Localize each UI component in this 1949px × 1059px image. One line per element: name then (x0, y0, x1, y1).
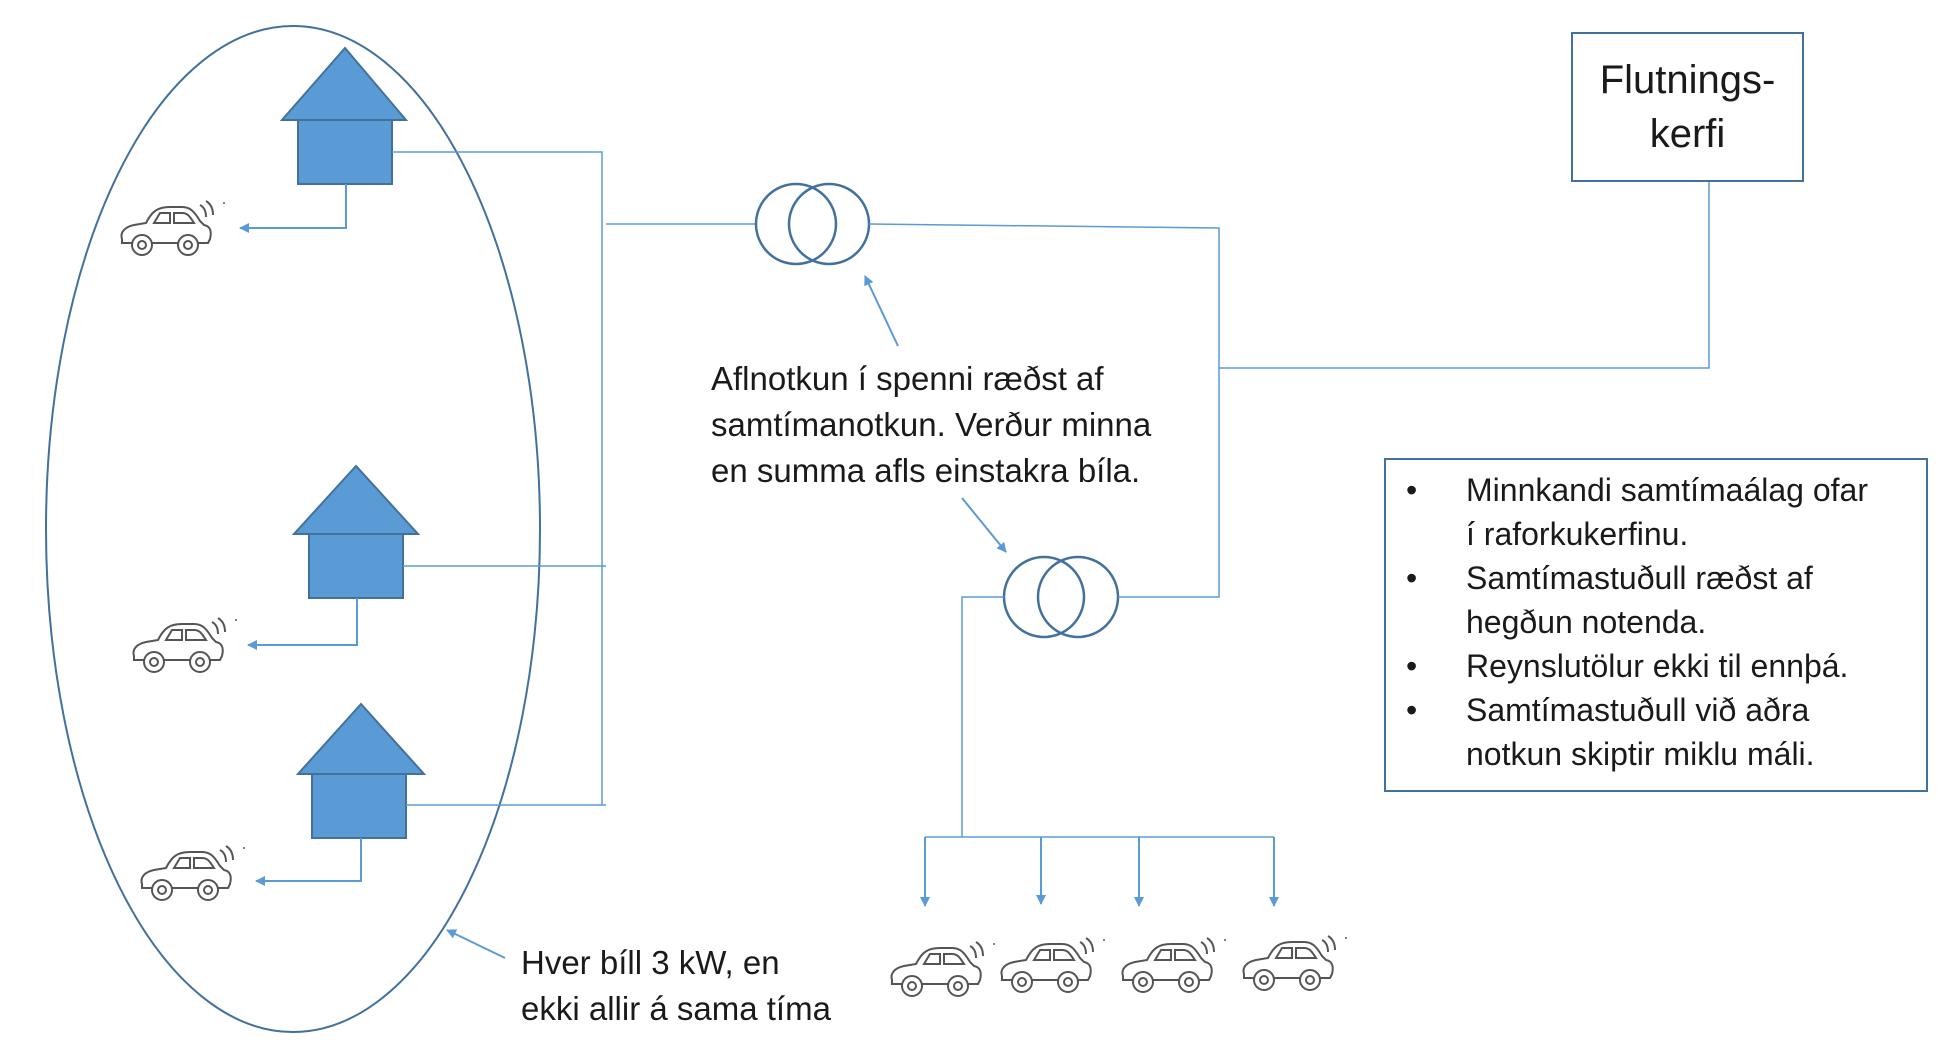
notes-item: • Samtímastuðull við aðra notkun skiptir… (1386, 688, 1918, 776)
transmission-lines (868, 182, 1710, 598)
transformer-icon (754, 182, 871, 266)
notes-item-line: í raforkukerfinu. (1466, 516, 1689, 552)
transformer-icon (1002, 555, 1120, 639)
house-icon (279, 46, 409, 185)
notes-item-line: Samtímastuðull við aðra (1466, 692, 1810, 728)
notes-item: • Samtímastuðull ræðst af hegðun notenda… (1386, 556, 1918, 644)
arrow-icon (864, 275, 899, 347)
car-icon (1121, 937, 1227, 993)
bullet: • (1406, 648, 1418, 684)
arrow-icon (446, 929, 506, 959)
car-icon (1242, 935, 1348, 991)
bullet: • (1406, 692, 1418, 728)
transformer-note-line: en summa afls einstakra bíla. (711, 452, 1141, 489)
transformer-note-line: Aflnotkun í spenni ræðst af (711, 360, 1104, 397)
notes-box: • Minnkandi samtímaálag ofar í raforkuke… (1384, 458, 1928, 792)
car-icon (890, 941, 996, 997)
notes-item-line: Samtímastuðull ræðst af (1466, 560, 1813, 596)
charging-arrow-house-2 (247, 598, 358, 650)
transmission-label-line2: kerfi (1649, 112, 1726, 156)
car-icon (132, 617, 238, 673)
household-cluster-ellipse (45, 25, 541, 1033)
car-icon (1000, 937, 1106, 993)
notes-item: • Minnkandi samtímaálag ofar í raforkuke… (1386, 468, 1918, 556)
bullet: • (1406, 560, 1418, 596)
arrow-icon (961, 497, 1007, 553)
transformer-note: Aflnotkun í spenni ræðst af samtímanotku… (711, 356, 1151, 494)
house-feeder-lines (392, 151, 756, 806)
house-icon (295, 702, 427, 839)
cluster-note: Hver bíll 3 kW, en ekki allir á sama tím… (521, 940, 831, 1032)
street-feeder (925, 596, 1274, 838)
bullet: • (1406, 472, 1418, 508)
notes-item: • Reynslutölur ekki til ennþá. (1386, 644, 1918, 688)
street-drop-arrows (920, 837, 1279, 907)
charging-arrow-house-3 (255, 838, 362, 886)
car-icon (140, 845, 246, 901)
cluster-note-line: ekki allir á sama tíma (521, 990, 831, 1027)
cluster-note-line: Hver bíll 3 kW, en (521, 944, 780, 981)
car-icon (120, 200, 226, 256)
notes-item-line: Reynslutölur ekki til ennþá. (1466, 648, 1849, 684)
house-icon (291, 464, 421, 599)
transmission-label-line1: Flutnings- (1599, 58, 1776, 102)
transformer-note-line: samtímanotkun. Verður minna (711, 406, 1152, 443)
notes-list: • Minnkandi samtímaálag ofar í raforkuke… (1386, 460, 1926, 776)
notes-item-line: notkun skiptir miklu máli. (1466, 736, 1815, 772)
notes-item-line: Minnkandi samtímaálag ofar (1466, 472, 1868, 508)
charging-arrow-house-1 (239, 184, 347, 233)
notes-item-line: hegðun notenda. (1466, 604, 1707, 640)
transmission-system-box: Flutnings- kerfi (1571, 32, 1804, 182)
